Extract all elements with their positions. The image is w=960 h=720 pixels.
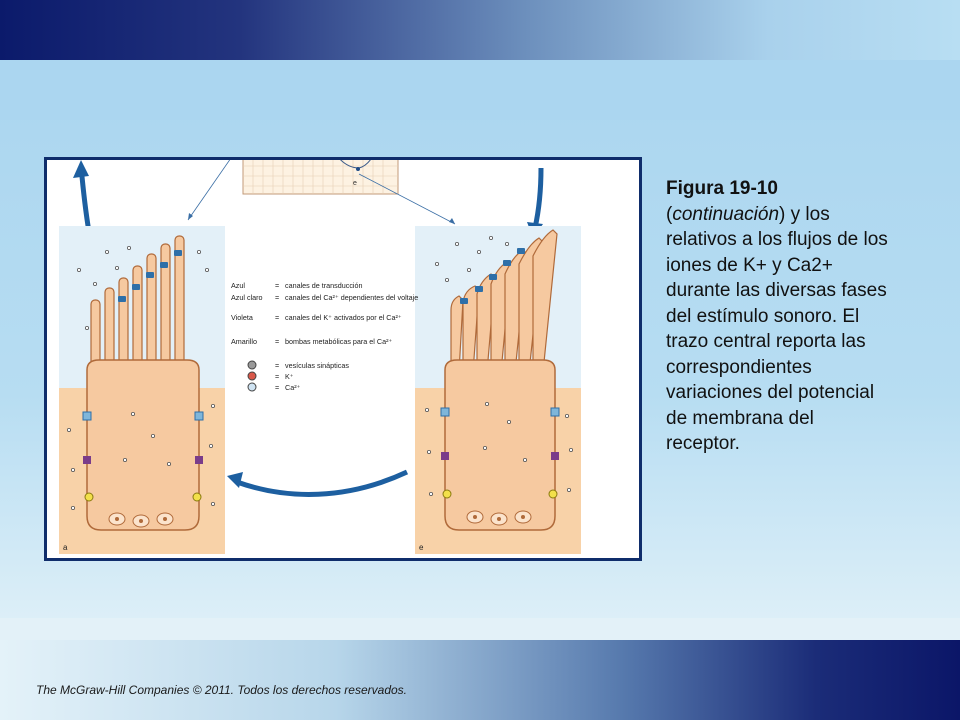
svg-text:=: = (275, 293, 279, 302)
caption-italic: continuación (672, 203, 780, 225)
copyright-notice: The McGraw-Hill Companies © 2011. Todos … (36, 683, 408, 697)
figure-caption: Figura 19-10 (continuación) y los relativ… (666, 176, 890, 457)
pointer-line-left (187, 160, 231, 221)
legend-key-violeta: Violeta (231, 313, 253, 322)
svg-text:=: = (275, 281, 279, 290)
caption-body: ) y los relativos a los flujos de los io… (666, 203, 888, 455)
panel-e: e (415, 226, 581, 554)
legend-desc-ca: Ca²⁺ (285, 383, 301, 392)
panel-a: a (59, 226, 225, 554)
legend-desc-k: K⁺ (285, 372, 294, 381)
panel-e-label: e (419, 543, 424, 552)
legend-desc-amarillo: bombas metabólicas para el Ca²⁺ (285, 337, 392, 346)
trace-point (356, 167, 360, 171)
header-curve (0, 60, 960, 120)
legend-key-azul: Azul (231, 281, 245, 290)
legend: Azul = canales de transducción Azul clar… (231, 281, 418, 392)
svg-text:=: = (275, 383, 279, 392)
svg-text:=: = (275, 337, 279, 346)
arrow-bottom-curve (236, 469, 409, 497)
svg-text:=: = (275, 313, 279, 322)
legend-desc-violeta: canales del K⁺ activados por el Ca²⁺ (285, 313, 402, 322)
trace-label: e (353, 180, 357, 187)
panel-a-label: a (63, 543, 68, 552)
legend-desc-azul-claro: canales del Ca²⁺ dependientes del voltaj… (285, 293, 418, 302)
hair-cell-diagram: e (59, 160, 581, 554)
pointer-line-right (358, 173, 456, 225)
caption-title: Figura 19-10 (666, 178, 778, 199)
svg-text:=: = (275, 361, 279, 370)
legend-key-amarillo: Amarillo (231, 337, 257, 346)
legend-key-azul-claro: Azul claro (231, 293, 263, 302)
svg-text:=: = (275, 372, 279, 381)
caption-paren: ( (666, 203, 673, 225)
membrane-potential-trace-box (242, 160, 399, 195)
figure-panel: e (44, 157, 642, 561)
arrow-down-right (532, 167, 544, 229)
legend-desc-vesiculas: vesículas sinápticas (285, 361, 349, 370)
legend-desc-azul: canales de transducción (285, 281, 363, 290)
footer-gradient-bar (0, 640, 960, 720)
